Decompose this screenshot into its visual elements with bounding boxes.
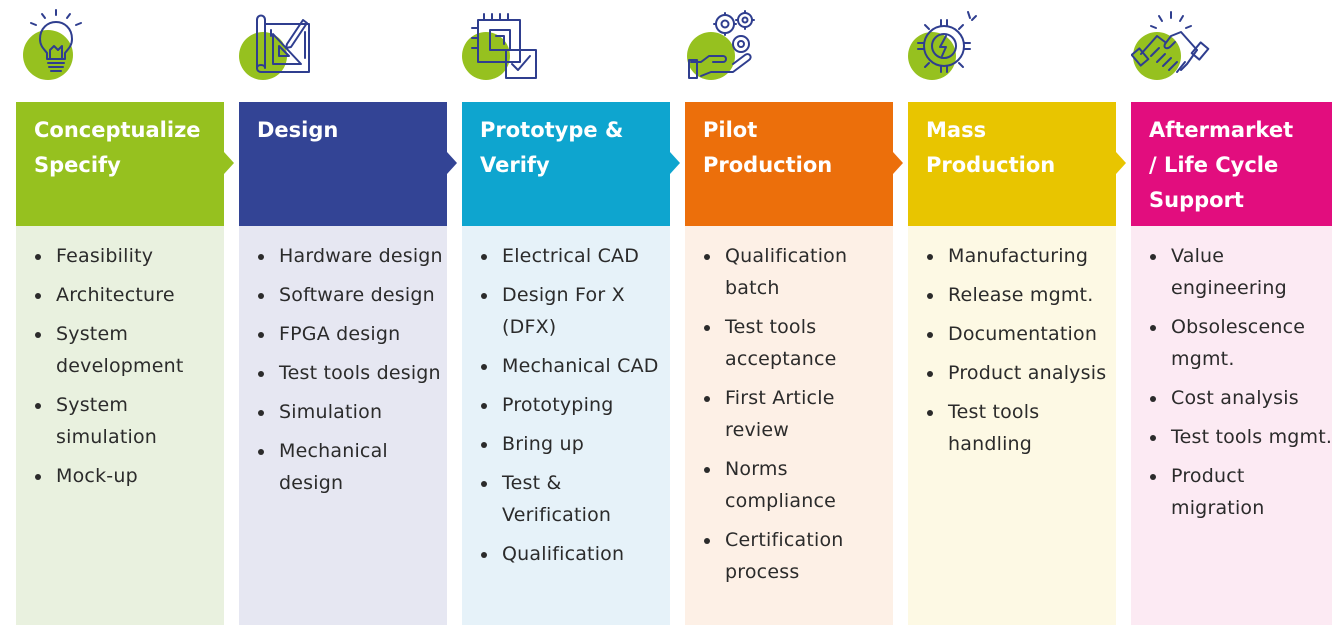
list-item: First Article review xyxy=(685,382,893,446)
list-item: Documentation xyxy=(908,318,1116,350)
stage-title: Conceptualize Specify xyxy=(16,102,224,226)
list-item: Mock-up xyxy=(16,460,224,492)
list-item: Norms compliance xyxy=(685,453,893,517)
list-item: Release mgmt. xyxy=(908,279,1116,311)
stage-items: Qualification batch Test tools acceptanc… xyxy=(685,226,893,625)
list-item: Cost analysis xyxy=(1131,382,1332,414)
gear-lightning-icon xyxy=(908,6,988,86)
stage-items: Feasibility Architecture System developm… xyxy=(16,226,224,625)
stage-items: Hardware design Software design FPGA des… xyxy=(239,226,447,625)
stage-arrow xyxy=(224,152,234,174)
list-item: Qualification batch xyxy=(685,240,893,304)
handshake-icon xyxy=(1131,6,1211,86)
stage-arrow xyxy=(447,152,457,174)
list-item: System simulation xyxy=(16,389,224,453)
stage-title: Prototype & Verify xyxy=(462,102,670,226)
list-item: Hardware design xyxy=(239,240,447,272)
circuit-board-check-icon xyxy=(462,6,542,86)
list-item: Test tools design xyxy=(239,357,447,389)
stage-mass-production: Mass Production Manufacturing Release mg… xyxy=(908,0,1126,625)
stage-items: Electrical CAD Design For X (DFX) Mechan… xyxy=(462,226,670,625)
stage-prototype: Prototype & Verify Electrical CAD Design… xyxy=(462,0,680,625)
stage-conceptualize: Conceptualize Specify Feasibility Archit… xyxy=(16,0,234,625)
stage-pilot-production: Pilot Production Qualification batch Tes… xyxy=(685,0,903,625)
list-item: Prototyping xyxy=(462,389,670,421)
stage-arrow xyxy=(1116,152,1126,174)
list-item: Manufacturing xyxy=(908,240,1116,272)
stage-design: Design Hardware design Software design F… xyxy=(239,0,457,625)
list-item: System development xyxy=(16,318,224,382)
stage-arrow xyxy=(670,152,680,174)
list-item: Qualification xyxy=(462,538,670,570)
stage-items: Manufacturing Release mgmt. Documentatio… xyxy=(908,226,1116,625)
list-item: Mechanical design xyxy=(239,435,447,499)
lightbulb-icon xyxy=(16,6,96,86)
list-item: Certification process xyxy=(685,524,893,588)
list-item: Mechanical CAD xyxy=(462,350,670,382)
list-item: Test & Verification xyxy=(462,467,670,531)
stage-items: Value engineering Obsolescence mgmt. Cos… xyxy=(1131,226,1332,625)
list-item: FPGA design xyxy=(239,318,447,350)
list-item: Test tools acceptance xyxy=(685,311,893,375)
list-item: Product migration xyxy=(1131,460,1332,524)
drafting-blueprint-icon xyxy=(239,6,319,86)
list-item: Feasibility xyxy=(16,240,224,272)
list-item: Test tools handling xyxy=(908,396,1116,460)
list-item: Value engineering xyxy=(1131,240,1332,304)
list-item: Test tools mgmt. xyxy=(1131,421,1332,453)
list-item: Architecture xyxy=(16,279,224,311)
stage-title: Pilot Production xyxy=(685,102,893,226)
list-item: Software design xyxy=(239,279,447,311)
stage-title: Aftermarket / Life Cycle Support xyxy=(1131,102,1332,226)
list-item: Simulation xyxy=(239,396,447,428)
list-item: Bring up xyxy=(462,428,670,460)
stage-title: Mass Production xyxy=(908,102,1116,226)
stage-aftermarket: Aftermarket / Life Cycle Support Value e… xyxy=(1131,0,1332,625)
stage-title: Design xyxy=(239,102,447,226)
list-item: Product analysis xyxy=(908,357,1116,389)
list-item: Electrical CAD xyxy=(462,240,670,272)
stage-arrow xyxy=(893,152,903,174)
list-item: Design For X (DFX) xyxy=(462,279,670,343)
hand-gears-icon xyxy=(685,6,765,86)
list-item: Obsolescence mgmt. xyxy=(1131,311,1332,375)
